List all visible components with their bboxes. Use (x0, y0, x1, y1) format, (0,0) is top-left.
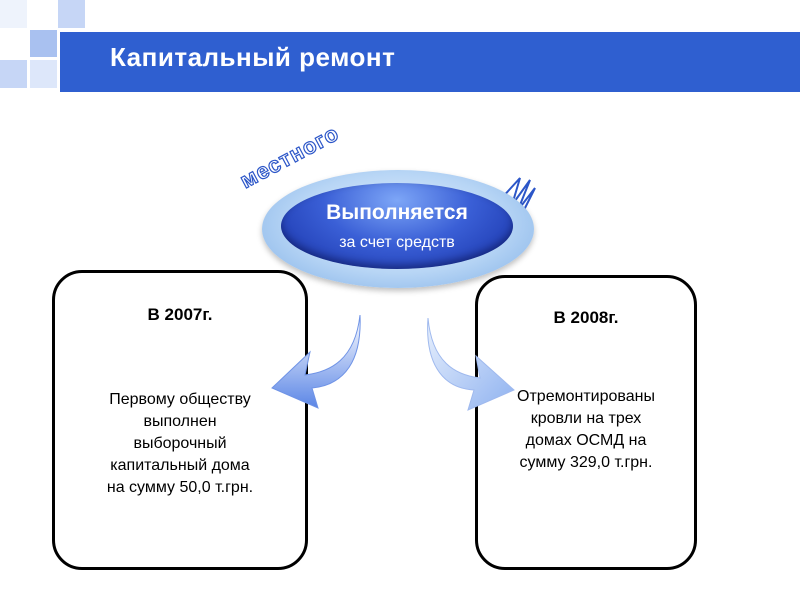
text-line: капитальный дома (110, 457, 250, 474)
oval-title: Выполняется (326, 201, 468, 224)
page-title: Капитальный ремонт (110, 42, 396, 72)
text-line: кровли на трех (530, 410, 642, 427)
decor-square (30, 60, 57, 88)
oval-top (281, 183, 513, 269)
arrow-right-icon (427, 317, 515, 411)
text-line: выборочный (133, 435, 227, 452)
decor-square (58, 0, 85, 28)
scribble-decor-icon (499, 177, 536, 215)
text-line: Отремонтированы (517, 388, 655, 405)
decor-square (0, 60, 27, 88)
oval-subtitle: за счет средств (339, 234, 455, 251)
arrow-left-icon (271, 314, 361, 409)
title-banner (60, 32, 800, 92)
text-line: Первому обществу (109, 391, 251, 408)
decor-square (0, 0, 27, 28)
text-line: выполнен (143, 413, 217, 430)
year-label: В 2007г. (147, 305, 213, 324)
box-2008: В 2008г. Отремонтированы кровли на трех … (475, 275, 697, 570)
text-line: домах ОСМД на (525, 432, 647, 449)
box-text: Отремонтированы кровли на трех домах ОСМ… (486, 386, 686, 474)
box-2007: В 2007г. Первому обществу выполнен выбор… (52, 270, 308, 570)
box-text: Первому обществу выполнен выборочный кап… (75, 389, 285, 499)
year-label: В 2008г. (553, 308, 619, 327)
text-line: на сумму 50,0 т.грн. (106, 479, 254, 496)
decor-square (30, 30, 57, 57)
text-line: сумму 329,0 т.грн. (519, 454, 653, 471)
